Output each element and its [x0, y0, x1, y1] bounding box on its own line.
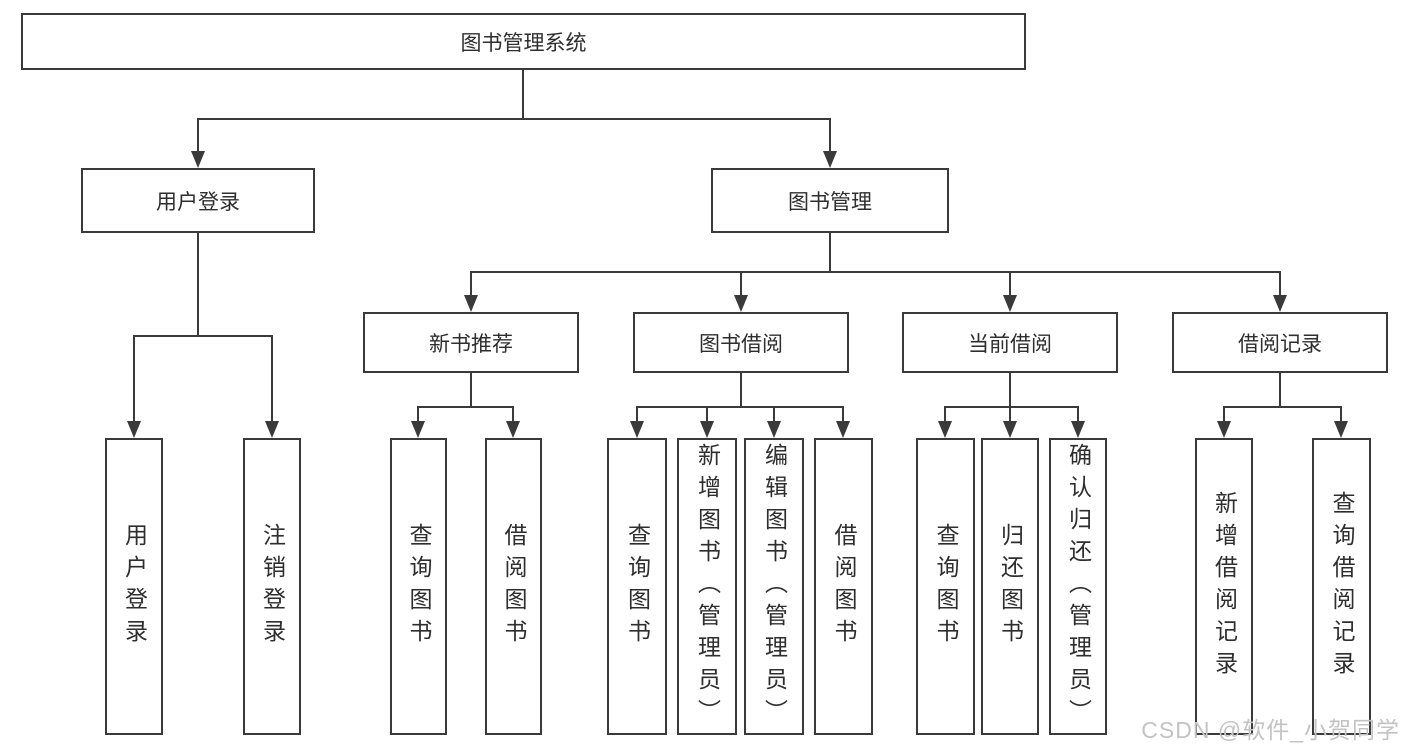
arrowhead-bb-edit: [767, 421, 781, 438]
connector-stem-br-add: [1223, 406, 1225, 422]
connector-stem-bb-borrow: [842, 406, 844, 422]
arrowhead-user-login: [191, 151, 205, 168]
leaf-br-query-record: 查询借阅记录: [1312, 438, 1371, 735]
connector-book-mgmt-drop: [829, 233, 831, 273]
arrowhead-login: [127, 421, 141, 438]
leaf-cb-confirm-return-admin: 确认归还（管理员）: [1049, 438, 1107, 735]
leaf-bb-borrow-books: 借阅图书: [814, 438, 873, 735]
leaf-nb-borrow-books: 借阅图书: [485, 438, 542, 735]
node-user-login-label: 用户登录: [156, 190, 240, 214]
leaf-bb-query-books: 查询图书: [607, 438, 667, 735]
connector-borrow-records-horizontal: [1223, 406, 1342, 408]
leaf-bb-query-books-label: 查询图书: [624, 522, 651, 651]
leaf-user-login-label: 用户登录: [121, 522, 148, 651]
csdn-watermark: CSDN @软件_小贺同学: [1141, 717, 1400, 743]
connector-level3-horizontal: [470, 271, 1280, 273]
connector-level2-horizontal: [197, 118, 831, 120]
connector-stem-bb-add: [706, 406, 708, 422]
connector-stem-login: [133, 335, 135, 422]
connector-stem-book-mgmt: [829, 118, 831, 152]
arrowhead-nb-borrow: [506, 421, 520, 438]
node-new-book-recommend: 新书推荐: [363, 312, 579, 373]
connector-stem-nb-query: [417, 406, 419, 422]
leaf-logout-label: 注销登录: [259, 522, 286, 651]
leaf-nb-query-books: 查询图书: [390, 438, 447, 735]
leaf-bb-edit-books-admin-label: 编辑图书（管理员）: [761, 442, 788, 731]
arrowhead-cb-query: [938, 421, 952, 438]
arrowhead-bb-borrow: [836, 421, 850, 438]
node-root-library-system: 图书管理系统: [21, 13, 1026, 70]
leaf-cb-confirm-return-admin-label: 确认归还（管理员）: [1065, 442, 1092, 731]
connector-stem-current-borrow: [1009, 271, 1011, 296]
connector-user-login-drop: [197, 233, 199, 337]
connector-stem-new-books: [470, 271, 472, 296]
node-borrowing-records-label: 借阅记录: [1238, 332, 1322, 356]
arrowhead-book-borrow: [734, 295, 748, 312]
connector-user-login-horizontal: [133, 335, 273, 337]
connector-new-books-horizontal: [417, 406, 514, 408]
connector-root-drop: [522, 70, 524, 120]
connector-current-borrow-drop: [1009, 373, 1011, 408]
arrowhead-nb-query: [411, 421, 425, 438]
connector-new-books-drop: [470, 373, 472, 408]
node-borrowing-records: 借阅记录: [1172, 312, 1388, 373]
arrowhead-logout: [265, 421, 279, 438]
leaf-user-login: 用户登录: [105, 438, 163, 735]
arrowhead-br-query: [1334, 421, 1348, 438]
leaf-bb-add-books-admin-label: 新增图书（管理员）: [694, 442, 721, 731]
leaf-cb-query-books-label: 查询图书: [933, 522, 959, 651]
connector-stem-bb-edit: [773, 406, 775, 422]
connector-borrow-records-drop: [1279, 373, 1281, 408]
leaf-cb-query-books: 查询图书: [916, 438, 975, 735]
connector-stem-cb-query: [944, 406, 946, 422]
leaf-bb-borrow-books-label: 借阅图书: [831, 522, 857, 651]
arrowhead-bb-add: [700, 421, 714, 438]
connector-stem-borrow-records: [1279, 271, 1281, 296]
arrowhead-book-mgmt: [823, 151, 837, 168]
connector-stem-br-query: [1340, 406, 1342, 422]
connector-current-borrow-horizontal: [944, 406, 1079, 408]
connector-book-borrow-drop: [740, 373, 742, 408]
leaf-br-query-record-label: 查询借阅记录: [1329, 490, 1355, 683]
node-current-borrowing: 当前借阅: [902, 312, 1118, 373]
leaf-cb-return-books-label: 归还图书: [997, 522, 1024, 651]
arrowhead-cb-return: [1003, 421, 1017, 438]
arrowhead-cb-confirm: [1071, 421, 1085, 438]
connector-book-borrow-horizontal: [636, 406, 844, 408]
arrowhead-new-books: [464, 295, 478, 312]
connector-stem-logout: [271, 335, 273, 422]
leaf-cb-return-books: 归还图书: [981, 438, 1039, 735]
node-root-label: 图书管理系统: [460, 31, 587, 55]
arrowhead-br-add: [1217, 421, 1231, 438]
leaf-nb-query-books-label: 查询图书: [406, 522, 432, 651]
leaf-br-add-record: 新增借阅记录: [1195, 438, 1253, 735]
connector-stem-book-borrow: [740, 271, 742, 296]
leaf-logout: 注销登录: [243, 438, 301, 735]
leaf-nb-borrow-books-label: 借阅图书: [501, 522, 527, 651]
arrowhead-current-borrow: [1003, 295, 1017, 312]
node-book-management-label: 图书管理: [788, 190, 872, 214]
leaf-bb-add-books-admin: 新增图书（管理员）: [677, 438, 737, 735]
connector-stem-bb-query: [636, 406, 638, 422]
node-book-borrowing-label: 图书借阅: [699, 332, 783, 356]
connector-stem-user-login: [197, 118, 199, 152]
leaf-br-add-record-label: 新增借阅记录: [1211, 490, 1238, 683]
node-current-borrowing-label: 当前借阅: [968, 332, 1052, 356]
connector-stem-nb-borrow: [512, 406, 514, 422]
leaf-bb-edit-books-admin: 编辑图书（管理员）: [744, 438, 804, 735]
connector-stem-cb-confirm: [1077, 406, 1079, 422]
node-user-login: 用户登录: [81, 168, 315, 233]
connector-stem-cb-return: [1009, 406, 1011, 422]
node-book-borrowing: 图书借阅: [633, 312, 849, 373]
node-new-book-recommend-label: 新书推荐: [429, 332, 513, 356]
arrowhead-bb-query: [630, 421, 644, 438]
node-book-management: 图书管理: [711, 168, 949, 233]
arrowhead-borrow-records: [1273, 295, 1287, 312]
